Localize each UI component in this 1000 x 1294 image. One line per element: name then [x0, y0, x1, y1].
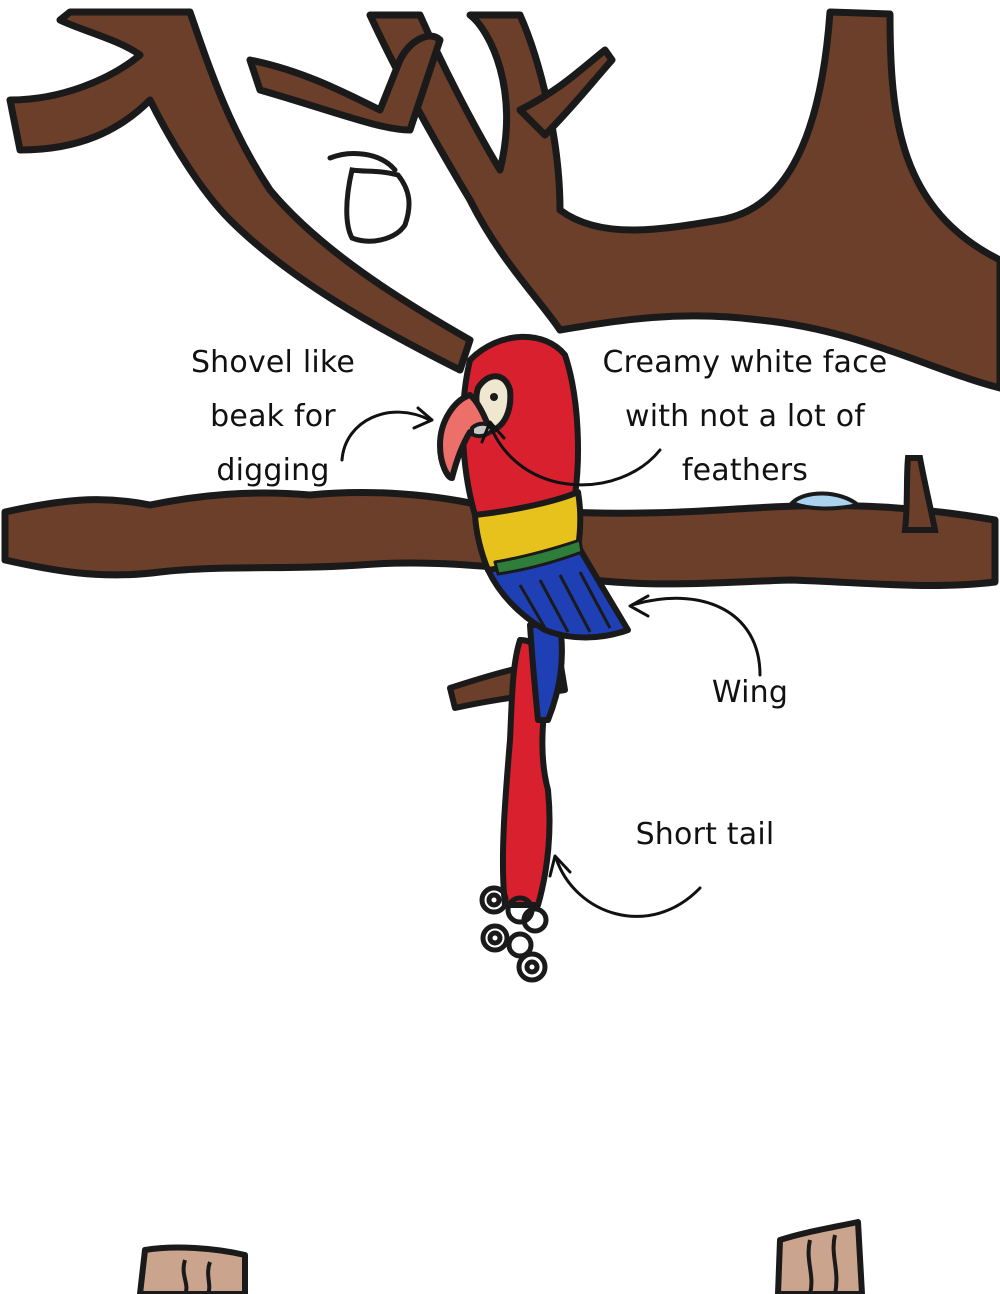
tree-stumps	[137, 1219, 865, 1294]
label-beak-line-3: digging	[216, 453, 330, 488]
macaw-feet	[479, 885, 549, 983]
label-face-line-2: with not a lot of	[624, 399, 866, 434]
face-arrow	[480, 420, 662, 487]
macaw-green-stripe	[493, 538, 584, 576]
branch-upper-twig	[246, 32, 444, 134]
branch-left-upper	[6, 8, 474, 374]
annotation-arrows	[340, 406, 762, 918]
tail-arrow	[548, 854, 702, 918]
tree-branches	[6, 8, 1000, 392]
branch-upper-right-twig	[516, 46, 616, 139]
branch-stub	[901, 455, 939, 533]
tree-trunk	[366, 8, 1000, 392]
beak-arrow	[340, 406, 434, 462]
label-beak: Shovel like beak for digging	[168, 336, 378, 498]
label-face: Creamy white face with not a lot of feat…	[585, 336, 905, 498]
label-beak-line-1: Shovel like	[190, 345, 356, 380]
sky-spot	[788, 491, 863, 511]
hanging-ornament	[327, 151, 412, 244]
label-tail-text: Short tail	[635, 817, 775, 852]
stump-right	[775, 1219, 865, 1294]
label-tail: Short tail	[610, 808, 800, 862]
macaw	[437, 333, 631, 983]
macaw-tail-blue	[527, 622, 565, 723]
stump-left	[137, 1244, 248, 1294]
label-face-line-3: feathers	[681, 453, 809, 488]
label-face-line-1: Creamy white face	[602, 345, 888, 380]
label-wing-text: Wing	[711, 675, 789, 710]
label-wing: Wing	[690, 666, 810, 720]
label-beak-line-2: beak for	[210, 399, 336, 434]
macaw-eye	[490, 393, 498, 401]
wing-arrow	[628, 594, 762, 677]
wing-feather-lines	[518, 571, 612, 633]
